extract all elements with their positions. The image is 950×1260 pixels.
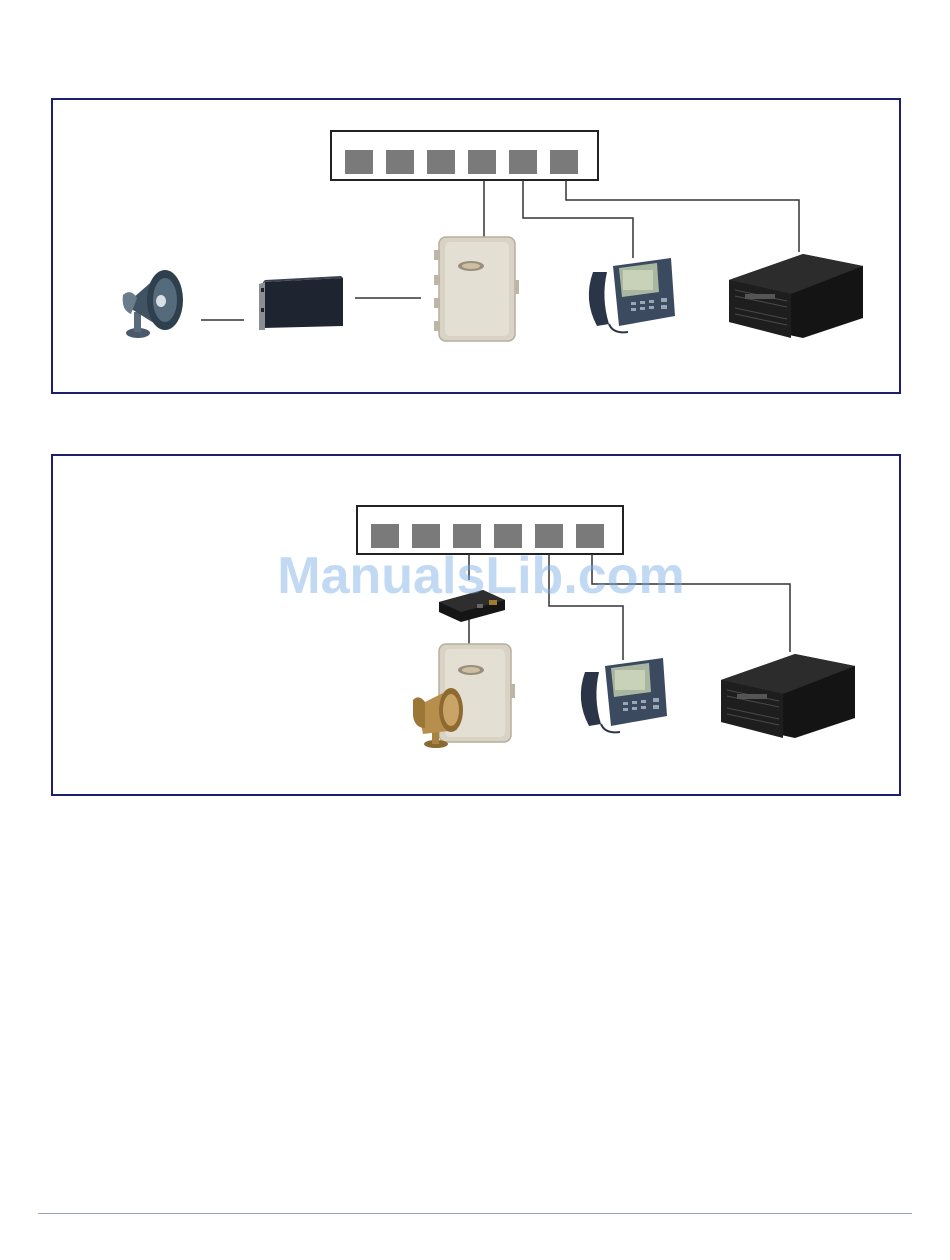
switch-icon [331, 131, 598, 180]
switch-port [345, 150, 373, 174]
diagram-top-canvas [53, 100, 899, 392]
ip-phone-icon [581, 658, 667, 732]
switch-port [494, 524, 522, 548]
switch-port [412, 524, 440, 548]
footer-rule [38, 1213, 912, 1214]
diagram-panel-top [51, 98, 901, 394]
switch-port [576, 524, 604, 548]
switch-port [509, 150, 537, 174]
amplifier-icon [259, 276, 343, 330]
switch-port [535, 524, 563, 548]
rack-server-icon [729, 254, 863, 338]
watermark-text: ManualsLib.com [266, 546, 696, 606]
diagram-panel-bottom [51, 454, 901, 796]
rack-server-icon [721, 654, 855, 738]
switch-port [386, 150, 414, 174]
wire-switch-pbx [566, 180, 799, 252]
switch-port [550, 150, 578, 174]
paging-server-icon [434, 237, 519, 341]
switch-port [371, 524, 399, 548]
ip-phone-icon [589, 258, 675, 332]
diagram-bottom-canvas [53, 456, 899, 794]
switch-port [427, 150, 455, 174]
switch-port [468, 150, 496, 174]
wire-switch-phone [523, 180, 633, 258]
horn-speaker-icon [123, 270, 183, 338]
switch-port [453, 524, 481, 548]
